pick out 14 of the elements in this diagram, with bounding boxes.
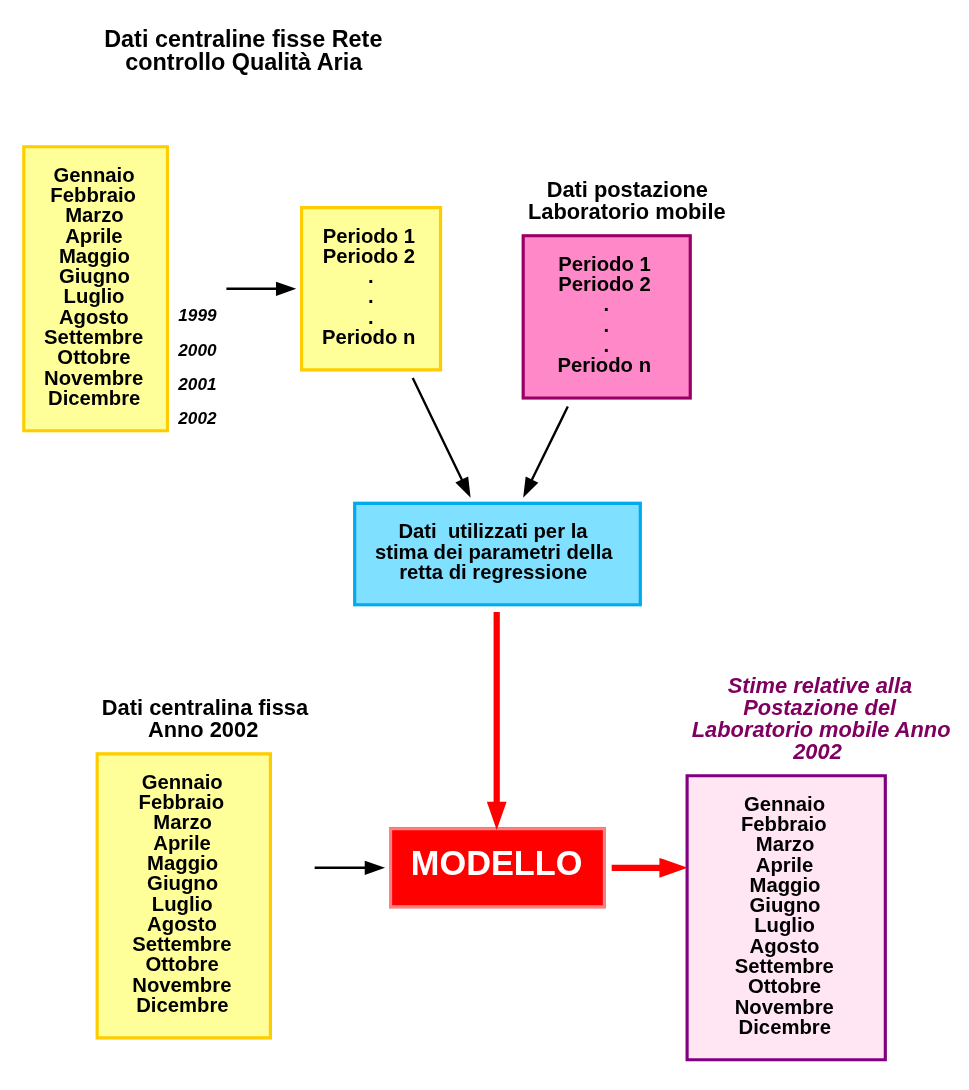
arrow bbox=[411, 377, 471, 498]
arrow bbox=[225, 281, 296, 296]
node-label: 2002 bbox=[177, 407, 216, 428]
arrow bbox=[522, 405, 569, 498]
label: Dati centraline fisse Rete controllo Qualità Aria bbox=[103, 25, 382, 75]
arrow bbox=[486, 611, 507, 830]
node-label: Dati postazione Laboratorio mobile bbox=[527, 176, 726, 224]
node-label: Stime relative alla Postazione del Laboratorio mobile Anno 2002 bbox=[691, 672, 950, 764]
arrow bbox=[611, 857, 688, 878]
node-label: Dati centralina fissa Anno 2002 bbox=[101, 694, 308, 742]
node-label: 1999 bbox=[177, 304, 216, 325]
arrow bbox=[314, 860, 385, 875]
node-label: 2001 bbox=[177, 373, 216, 394]
node-label: 2000 bbox=[177, 339, 216, 360]
